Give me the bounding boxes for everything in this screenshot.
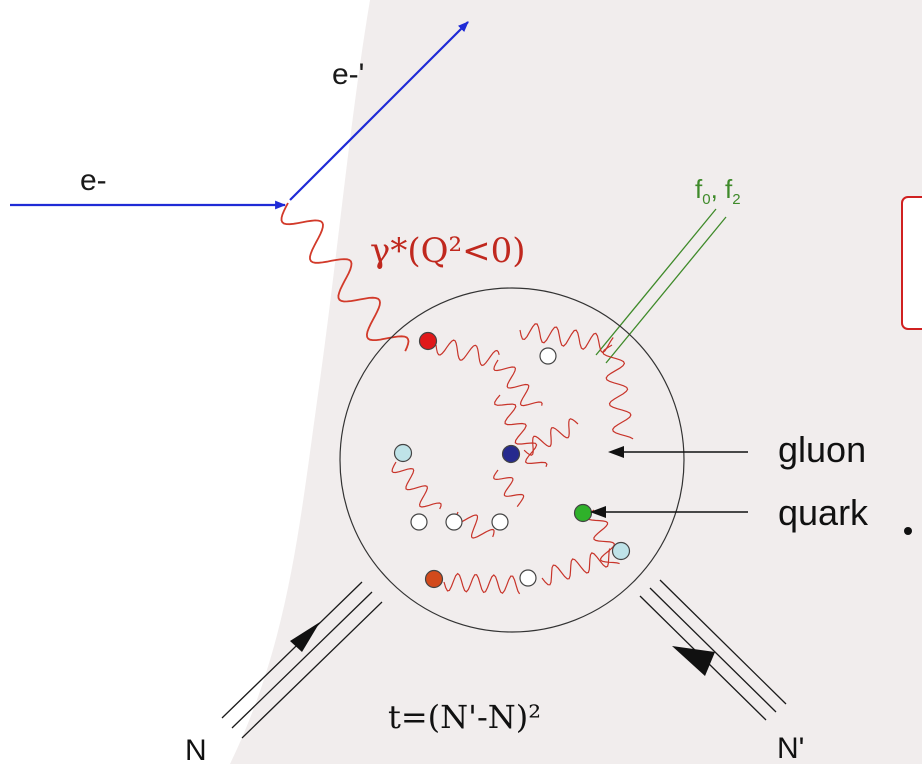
gluon-segment [523,418,579,456]
quark-white-3 [445,513,463,531]
gluon-segment [541,548,611,586]
gluon-segment [391,461,442,510]
virtual-photon-line [280,202,410,352]
outgoing-electron-line [289,21,469,201]
quark-light-1 [393,443,413,463]
nucleon-blob [339,287,685,633]
label-nucleon-out: N' [777,732,804,764]
shaded-background [230,0,922,764]
gluon-pointer-arrow [608,446,624,458]
meson-line-2 [605,216,727,364]
gluon-segment [435,339,500,367]
gluon-segment [602,344,634,440]
outgoing-nucleon-arrow [672,646,715,676]
label-quark: quark [778,492,869,533]
label-electron-out: e-' [332,58,364,91]
quark-white-4 [491,513,509,531]
quark-red [418,331,438,351]
gluon-segment [493,359,543,407]
quark-blue [501,444,521,464]
incoming-nucleon-arrow [290,622,320,652]
quark-light-2 [611,541,631,561]
meson-line-1 [595,208,717,356]
gluon-lines [391,323,634,595]
quark-label-dot [904,527,912,535]
gluon-segment [493,469,525,508]
quark-green [573,503,593,523]
quark-pointer-arrow [590,506,606,518]
gluon-segment [519,323,614,354]
quarks [393,331,631,589]
label-momentum-transfer: t=(N'-N)² [388,698,541,736]
incoming-nucleon-lines [221,581,383,739]
callout-box [901,196,922,330]
label-photon: γ*(Q²<0) [370,231,525,271]
gluon-segment [443,572,521,595]
label-nucleon-in: N [185,734,207,764]
gluon-segment [586,509,620,565]
label-gluon: gluon [778,429,866,470]
gluon-segment [494,394,548,467]
quark-white-5 [519,569,537,587]
label-electron-in: e- [80,164,107,197]
label-meson: f0, f2 [695,174,741,208]
quark-orange [424,569,444,589]
quark-white-1 [539,347,557,365]
quark-white-2 [410,513,428,531]
